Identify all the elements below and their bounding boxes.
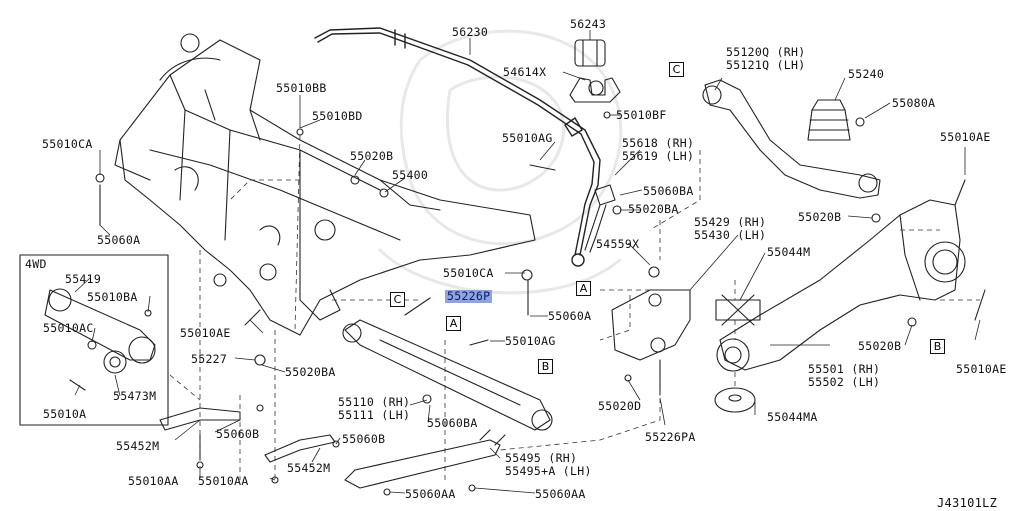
stabilizer-bar: [314, 27, 601, 267]
label-55430: 55430 (LH): [694, 228, 767, 242]
label-55060ba-mid: 55060BA: [427, 416, 478, 430]
label-55501: 55501 (RH): [808, 362, 881, 376]
label-55419: 55419: [65, 272, 102, 286]
label-55010ca-mid: 55010CA: [443, 266, 494, 280]
label-55010ae-mid: 55010AE: [180, 326, 231, 340]
stabilizer-clamp: [569, 77, 621, 103]
label-55010bd: 55010BD: [312, 109, 363, 123]
label-56230: 56230: [452, 25, 489, 39]
label-55452m-left: 55452M: [116, 439, 160, 453]
label-55227: 55227: [191, 352, 228, 366]
label-55400: 55400: [392, 168, 429, 182]
label-55060aa-1: 55060AA: [405, 487, 456, 501]
fasteners: [69, 111, 986, 496]
callout-a-rod: A: [576, 281, 591, 296]
callout-b-right: B: [930, 339, 945, 354]
label-55495: 55495 (RH): [505, 451, 578, 465]
mounting-bracket-mid: [264, 434, 336, 463]
label-55120q: 55120Q (RH): [726, 45, 806, 59]
label-55110: 55110 (RH): [338, 395, 411, 409]
label-56243: 56243: [570, 17, 607, 31]
label-55010bb: 55010BB: [276, 81, 327, 95]
label-55060ba-top: 55060BA: [643, 184, 694, 198]
bump-stopper: [807, 99, 851, 141]
label-55429: 55429 (RH): [694, 215, 767, 229]
label-55020b-lower-right: 55020B: [858, 339, 902, 353]
callout-c-upper: C: [669, 62, 684, 77]
differential-mount-member: [44, 288, 156, 364]
rear-lower-link: [719, 199, 966, 371]
coil-spring-seat-lower: [716, 338, 750, 372]
label-55010ba-inset: 55010BA: [87, 290, 138, 304]
inset-4wd-frame: [19, 254, 169, 426]
label-55010ag-top: 55010AG: [502, 131, 553, 145]
label-55060aa-2: 55060AA: [535, 487, 586, 501]
label-55473m: 55473M: [113, 389, 157, 403]
leader-lines: [74, 30, 981, 494]
label-55020ba-mid: 55020BA: [285, 365, 336, 379]
label-55240: 55240: [848, 67, 885, 81]
label-55226pa: 55226PA: [645, 430, 696, 444]
stabilizer-connecting-rod: [584, 184, 616, 253]
label-55121q: 55121Q (LH): [726, 58, 806, 72]
watermark-emblem: [378, 29, 623, 295]
label-55495a: 55495+A (LH): [505, 464, 592, 478]
assembly-dashed-lines: [169, 134, 980, 480]
label-55044m: 55044M: [767, 245, 811, 259]
label-55111: 55111 (LH): [338, 408, 411, 422]
callout-a-link: A: [446, 316, 461, 331]
label-55020b-right: 55020B: [798, 210, 842, 224]
label-55010bf: 55010BF: [616, 108, 667, 122]
coil-spring-seat-upper: [715, 294, 761, 326]
label-55020b-mid: 55020B: [350, 149, 394, 163]
callout-c-mid: C: [390, 292, 405, 307]
label-55010ae-right: 55010AE: [940, 130, 991, 144]
label-55010ae-lower-right: 55010AE: [956, 362, 1007, 376]
label-55060a-mid: 55060A: [548, 309, 592, 323]
diagram-id: J43101LZ: [937, 496, 998, 510]
label-4wd-title: 4WD: [25, 257, 47, 271]
label-55010aa-2: 55010AA: [198, 474, 249, 488]
label-55010ac: 55010AC: [43, 321, 94, 335]
label-55060b-mid: 55060B: [342, 432, 386, 446]
label-55452m-mid: 55452M: [287, 461, 331, 475]
label-54559x: 54559X: [596, 237, 640, 251]
label-54614x: 54614X: [503, 65, 547, 79]
label-55020ba-top: 55020BA: [628, 202, 679, 216]
label-55044ma: 55044MA: [767, 410, 818, 424]
label-55010aa-1: 55010AA: [128, 474, 179, 488]
callout-b-link: B: [538, 359, 553, 374]
label-55020d: 55020D: [598, 399, 642, 413]
radius-rod: [611, 289, 691, 361]
label-55010ag-mid: 55010AG: [505, 334, 556, 348]
label-55060b-left: 55060B: [216, 427, 260, 441]
label-55502: 55502 (LH): [808, 375, 881, 389]
label-55619: 55619 (LH): [622, 149, 695, 163]
lower-spring-pad: [714, 387, 756, 413]
rear-suspension-lower-link: [342, 319, 553, 431]
label-55226p-highlighted[interactable]: 55226P: [445, 289, 493, 303]
label-55618: 55618 (RH): [622, 136, 695, 150]
label-55060a-left: 55060A: [97, 233, 141, 247]
label-55010a: 55010A: [43, 407, 87, 421]
diff-mount-bushing: [103, 350, 127, 374]
label-55080a: 55080A: [892, 96, 936, 110]
label-55010ca-left: 55010CA: [42, 137, 93, 151]
upper-link: [702, 79, 881, 199]
member-stay: [344, 429, 506, 489]
